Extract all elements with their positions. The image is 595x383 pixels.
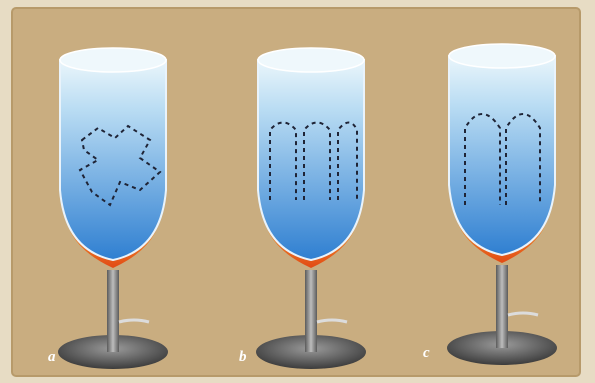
panel-label-a: a: [48, 349, 56, 365]
panel-label-c: c: [423, 345, 430, 361]
panel-label-b: b: [239, 349, 247, 365]
glass-beaker-icon: [60, 60, 166, 260]
burner-stem: [305, 270, 317, 352]
burner-stem: [496, 265, 508, 348]
beaker-rim: [258, 48, 364, 72]
burner-stem: [107, 270, 119, 352]
beaker-rim: [449, 44, 555, 68]
glass-beaker-icon: [258, 60, 364, 260]
beaker-rim: [60, 48, 166, 72]
